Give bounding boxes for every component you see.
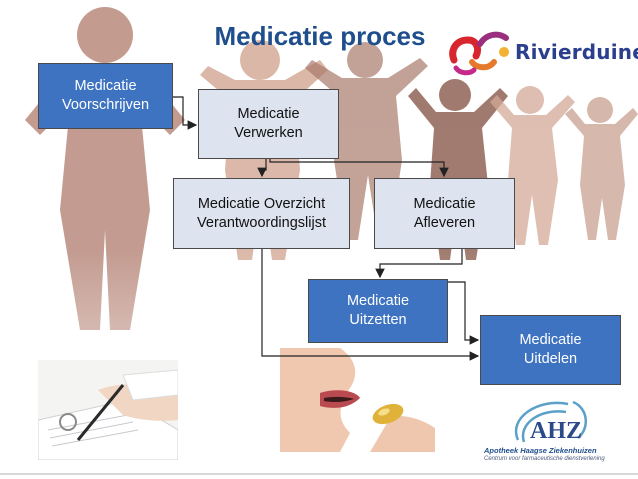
arrow-verwerken-afleveren [269, 159, 449, 178]
arrow-afleveren-uitzetten [375, 249, 463, 279]
box-medicatie-uitzetten: Medicatie Uitzetten [308, 279, 448, 343]
box-medicatie-voorschrijven: Medicatie Voorschrijven [38, 63, 173, 129]
arrow-verwerken-overzicht [257, 159, 267, 178]
ahz-name: Apotheek Haagse Ziekenhuizen [484, 446, 597, 455]
arrow-voorschrijven-verwerken [173, 96, 198, 130]
box-medicatie-overzicht: Medicatie Overzicht Verantwoordingslijst [173, 178, 350, 249]
arrow-overzicht-uitdelen [261, 249, 480, 361]
figure-right-2 [490, 86, 575, 245]
box-medicatie-afleveren: Medicatie Afleveren [374, 178, 515, 249]
rivierduinen-logo-mark [449, 31, 509, 76]
ahz-mark-text: AHZ [530, 418, 582, 444]
figure-right-3 [565, 97, 638, 240]
prescription-photo [38, 360, 178, 460]
figure-right-1 [408, 79, 508, 260]
brand-name: Rivierduinen [515, 40, 638, 64]
figure-large-left [25, 7, 185, 330]
ahz-logo-mark: AHZ [514, 400, 587, 444]
box-medicatie-uitdelen: Medicatie Uitdelen [480, 315, 621, 385]
box-medicatie-verwerken: Medicatie Verwerken [198, 89, 339, 159]
figure-center [305, 42, 428, 240]
arrow-uitzetten-uitdelen [448, 281, 480, 345]
capsule-photo [280, 348, 435, 452]
ahz-tagline: Centrum voor farmaceutische dienstverlen… [484, 456, 605, 462]
slide-title: Medicatie proces [214, 21, 426, 51]
